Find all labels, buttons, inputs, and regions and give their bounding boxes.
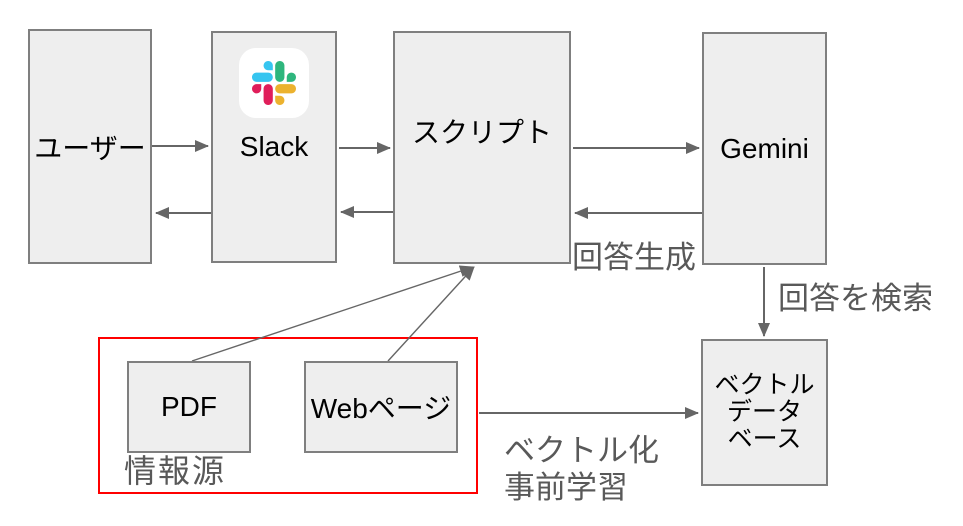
node-user-label: ユーザー xyxy=(34,132,146,164)
label-pretrain-line: 事前学習 xyxy=(504,470,628,505)
label-answer-generation: 回答生成 xyxy=(572,240,696,275)
node-gemini-label: Gemini xyxy=(720,132,809,164)
label-vectorize-pretrain: ベクトル化 事前学習 xyxy=(504,432,659,506)
node-slack: Slack xyxy=(211,31,337,263)
node-pdf: PDF xyxy=(127,361,251,453)
node-script: スクリプト xyxy=(393,31,571,264)
node-user: ユーザー xyxy=(28,29,152,264)
label-vectorize-line: ベクトル化 xyxy=(504,433,659,468)
slack-logo-icon xyxy=(252,61,296,105)
node-gemini: Gemini xyxy=(702,32,827,265)
node-slack-label: Slack xyxy=(239,131,309,162)
group-label: 情報源 xyxy=(124,453,227,489)
slack-icon xyxy=(239,48,309,118)
node-webpage-label: Webページ xyxy=(310,393,452,424)
node-pdf-label: PDF xyxy=(161,391,217,422)
node-vector-db-label-line2: データ xyxy=(726,398,802,426)
node-webpage: Webページ xyxy=(304,361,458,453)
node-vector-db-label-line1: ベクトル xyxy=(714,371,815,399)
node-vector-db: ベクトル データ ベース xyxy=(701,339,828,486)
node-script-label: スクリプト xyxy=(411,116,552,148)
node-vector-db-label-line3: ベース xyxy=(727,425,802,453)
label-search-answer: 回答を検索 xyxy=(778,281,933,316)
